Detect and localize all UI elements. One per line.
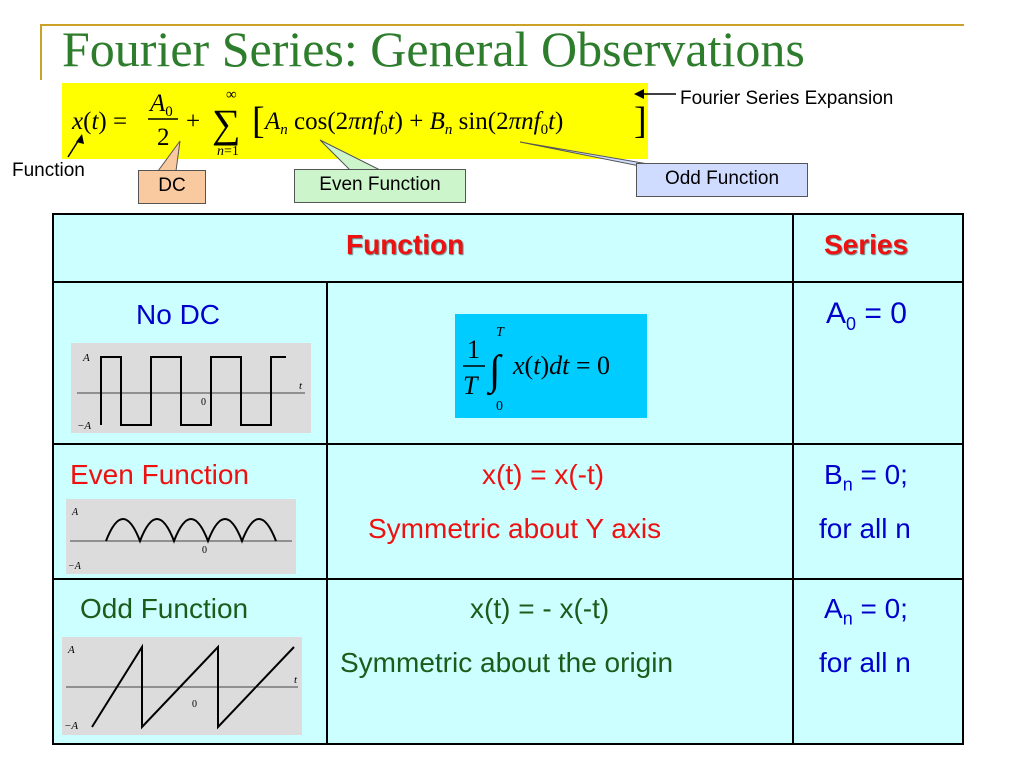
row-label-odd: Odd Function (80, 593, 249, 624)
graph-label-a: A (82, 352, 90, 364)
title-frame-left (40, 24, 42, 80)
graph-label-zero: 0 (192, 699, 197, 710)
series-value: = 0; (852, 593, 908, 624)
callout-dc: DC (138, 170, 206, 204)
condition-odd-2: Symmetric about the origin (340, 647, 674, 678)
callout-function: Function (12, 160, 85, 181)
condition-odd-1: x(t) = - x(-t) (470, 593, 610, 624)
header-series: Series (824, 229, 909, 260)
series-subscript: n (842, 608, 853, 629)
svg-text:∞: ∞ (226, 87, 237, 103)
svg-text:1: 1 (467, 335, 480, 364)
graph-label-a: A (67, 644, 75, 656)
condition-even-2: Symmetric about Y axis (368, 513, 662, 544)
series-symbol: A (824, 593, 843, 624)
svg-text:x(t) =: x(t) = (71, 108, 127, 135)
series-odd: An = 0; (824, 593, 908, 630)
svg-text:+: + (186, 108, 200, 135)
svg-text:An cos(2πnf0t) + Bn sin(2πnf0t: An cos(2πnf0t) + Bn sin(2πnf0t) (263, 108, 563, 138)
svg-text:x(t)dt = 0: x(t)dt = 0 (512, 351, 610, 380)
callout-odd-function: Odd Function (636, 163, 808, 197)
even-wave-graph: A −A 0 (66, 499, 296, 574)
svg-text:0: 0 (496, 399, 503, 414)
graph-label-zero: 0 (202, 545, 207, 556)
series-odd-note: for all n (819, 647, 911, 678)
svg-text:∑: ∑ (212, 101, 241, 146)
callout-fourier-expansion: Fourier Series Expansion (680, 88, 894, 109)
zero-mean-integral: 1 T T ∫ 0 x(t)dt = 0 (455, 314, 647, 418)
series-symbol: B (824, 459, 843, 490)
table-rule (54, 578, 962, 580)
title-frame-top (40, 24, 964, 26)
table-rule (792, 215, 794, 743)
series-no-dc: A0 = 0 (826, 297, 907, 335)
table-rule (54, 443, 962, 445)
graph-label-t: t (299, 380, 303, 392)
graph-label-a: A (71, 507, 79, 518)
series-symbol: A (826, 297, 847, 330)
observations-table: Function Series No DC A0 = 0 A −A 0 t Ev… (52, 213, 964, 745)
series-subscript: n (842, 474, 853, 495)
svg-text:∫: ∫ (486, 348, 503, 396)
condition-even-1: x(t) = x(-t) (482, 459, 605, 490)
series-even-note: for all n (819, 513, 911, 544)
table-rule (54, 281, 962, 283)
series-value: = 0; (852, 459, 908, 490)
graph-label-neg-a: −A (68, 561, 82, 572)
square-wave-graph: A −A 0 t (71, 343, 311, 433)
row-label-no-dc: No DC (136, 299, 221, 330)
graph-label-neg-a: −A (77, 420, 91, 432)
series-subscript: 0 (846, 314, 857, 334)
table-rule (326, 282, 328, 743)
series-even: Bn = 0; (824, 459, 908, 496)
graph-label-zero: 0 (201, 397, 206, 408)
fourier-equation: x(t) = A0 2 + ∞ ∑ n=1 [ An cos(2πnf0t) +… (62, 83, 648, 159)
svg-text:n=1: n=1 (217, 144, 239, 159)
svg-text:2: 2 (157, 124, 170, 151)
zero-mean-integral-formula: 1 T T ∫ 0 x(t)dt = 0 (463, 325, 610, 414)
row-label-even: Even Function (70, 459, 249, 490)
svg-text:[: [ (252, 100, 265, 142)
series-value: = 0 (856, 297, 907, 330)
fourier-equation-formula: x(t) = A0 2 + ∞ ∑ n=1 [ An cos(2πnf0t) +… (71, 87, 647, 159)
svg-text:]: ] (634, 100, 647, 142)
callout-even-function: Even Function (294, 169, 466, 203)
graph-label-t: t (294, 674, 298, 686)
svg-text:T: T (496, 325, 505, 340)
svg-text:T: T (463, 371, 479, 400)
header-function: Function (346, 229, 465, 260)
page-title: Fourier Series: General Observations (62, 21, 805, 77)
graph-label-neg-a: −A (64, 720, 78, 732)
odd-wave-graph: A −A 0 t (62, 637, 302, 735)
